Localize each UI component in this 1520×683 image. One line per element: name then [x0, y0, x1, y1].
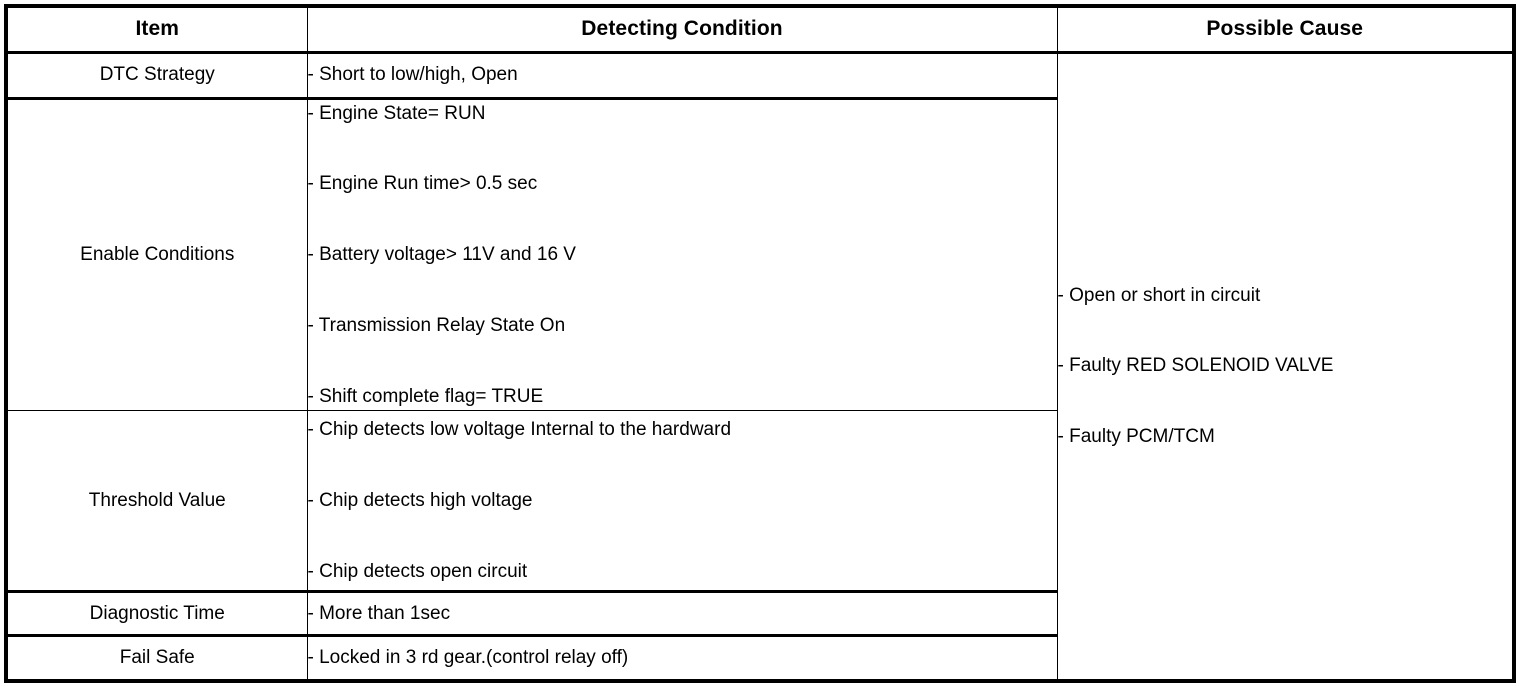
- condition-item: - Short to low/high, Open: [307, 64, 518, 86]
- row-conditions-dtc-strategy: - Short to low/high, Open: [306, 51, 1058, 99]
- condition-item: - Engine State= RUN: [307, 102, 486, 124]
- row-conditions-fail-safe: - Locked in 3 rd gear.(control relay off…: [306, 634, 1058, 682]
- table-header-row: Item Detecting Condition Possible Cause: [5, 5, 1515, 54]
- table-row: DTC Strategy - Short to low/high, Open -…: [5, 51, 1515, 682]
- column-header-item: Item: [5, 5, 308, 54]
- condition-item: - Battery voltage> 11V and 16 V: [307, 244, 576, 265]
- table-row: Enable Conditions - Engine State= RUN - …: [5, 96, 1514, 412]
- row-label-diagnostic-time: Diagnostic Time: [5, 590, 308, 637]
- condition-item: - Shift complete flag= TRUE: [307, 385, 544, 407]
- dtc-diagnostic-table: Item Detecting Condition Possible Cause …: [4, 4, 1516, 683]
- column-header-possible-cause: Possible Cause: [1056, 5, 1515, 54]
- condition-item: - More than 1sec: [307, 602, 451, 624]
- condition-item: - Chip detects low voltage Internal to t…: [307, 419, 732, 441]
- condition-item: - Engine Run time> 0.5 sec: [307, 173, 538, 195]
- condition-item: - Transmission Relay State On: [307, 314, 566, 336]
- cause-item: - Open or short in circuit: [1057, 284, 1261, 306]
- condition-item: - Chip detects open circuit: [307, 560, 528, 582]
- row-conditions-diagnostic-time: - More than 1sec: [306, 590, 1058, 637]
- row-label-threshold-value: Threshold Value: [5, 410, 308, 593]
- table-row: Threshold Value - Chip detects low volta…: [5, 410, 1514, 593]
- condition-item: - Chip detects high voltage: [307, 489, 533, 511]
- row-conditions-enable-conditions: - Engine State= RUN - Engine Run time> 0…: [306, 96, 1058, 412]
- cause-item: - Faulty PCM/TCM: [1057, 426, 1215, 447]
- row-label-fail-safe: Fail Safe: [5, 634, 308, 682]
- row-label-dtc-strategy: DTC Strategy: [5, 51, 308, 99]
- row-conditions-threshold-value: - Chip detects low voltage Internal to t…: [306, 410, 1058, 593]
- condition-item: - Locked in 3 rd gear.(control relay off…: [307, 647, 629, 669]
- possible-cause-cell: - Open or short in circuit - Faulty RED …: [1056, 51, 1515, 682]
- cause-item: - Faulty RED SOLENOID VALVE: [1057, 355, 1334, 377]
- column-header-detecting-condition: Detecting Condition: [306, 5, 1058, 54]
- row-label-enable-conditions: Enable Conditions: [5, 96, 308, 412]
